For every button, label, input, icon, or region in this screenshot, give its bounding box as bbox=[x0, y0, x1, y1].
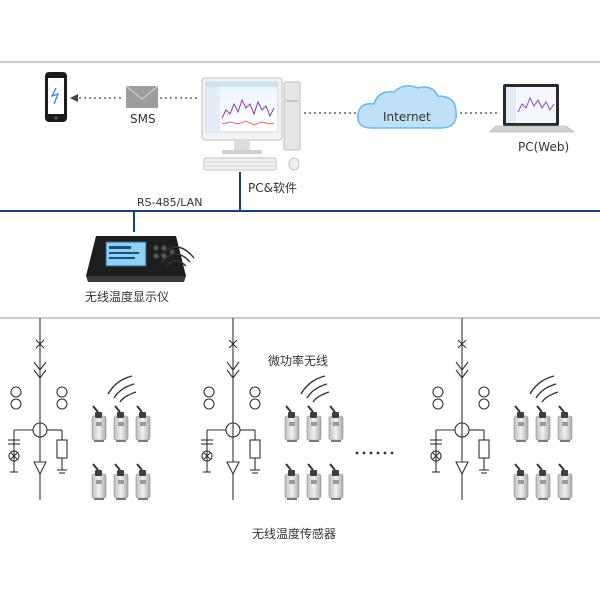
wireless-sensor-icon bbox=[557, 405, 573, 443]
wireless-sensor-icon bbox=[91, 463, 107, 501]
wireless-sensor-icon bbox=[513, 405, 529, 443]
wireless-sensor-icon bbox=[284, 405, 300, 443]
sensor-label: 无线温度传感器 bbox=[252, 527, 337, 541]
wireless-sensor-icon bbox=[135, 405, 151, 443]
wireless-sensor-icon bbox=[513, 463, 529, 501]
pc-software-label: PC&软件 bbox=[248, 181, 297, 195]
wireless-sensor-icon bbox=[306, 405, 322, 443]
bus-label: RS-485/LAN bbox=[137, 196, 203, 209]
phone-icon bbox=[45, 72, 67, 122]
wireless-sensor-icon bbox=[284, 463, 300, 501]
wireless-sensor-icon bbox=[113, 405, 129, 443]
wireless-sensor-icon bbox=[306, 463, 322, 501]
chart-trace bbox=[221, 98, 275, 119]
laptop-icon bbox=[489, 84, 575, 133]
wireless-signal-icon bbox=[300, 375, 330, 403]
envelope-icon bbox=[125, 85, 159, 108]
display-label: 无线温度显示仪 bbox=[85, 290, 170, 304]
micro-power-label: 微功率无线 bbox=[268, 354, 329, 368]
ellipsis-dots bbox=[355, 451, 394, 455]
wireless-sensor-icon bbox=[557, 463, 573, 501]
cloud-icon bbox=[357, 85, 457, 129]
wireless-signal-icon bbox=[157, 246, 195, 267]
wireless-signal-icon bbox=[107, 375, 137, 403]
wireless-sensor-icon bbox=[535, 405, 551, 443]
wireless-sensor-icon bbox=[91, 405, 107, 443]
internet-label: Internet bbox=[383, 110, 431, 124]
sms-label: SMS bbox=[130, 112, 156, 126]
switchgear-bays bbox=[8, 318, 573, 501]
temperature-display-device bbox=[86, 236, 186, 282]
wireless-sensor-icon bbox=[328, 463, 344, 501]
switchgear-bay bbox=[8, 318, 151, 501]
wireless-sensor-icon bbox=[328, 405, 344, 443]
wireless-sensor-icon bbox=[135, 463, 151, 501]
wireless-signal-icon bbox=[529, 375, 559, 403]
switchgear-bay bbox=[430, 318, 573, 501]
pc-web-label: PC(Web) bbox=[518, 140, 570, 154]
switchgear-bay bbox=[201, 318, 344, 501]
wireless-sensor-icon bbox=[113, 463, 129, 501]
pc-computer-icon bbox=[201, 77, 301, 171]
wireless-sensor-icon bbox=[535, 463, 551, 501]
